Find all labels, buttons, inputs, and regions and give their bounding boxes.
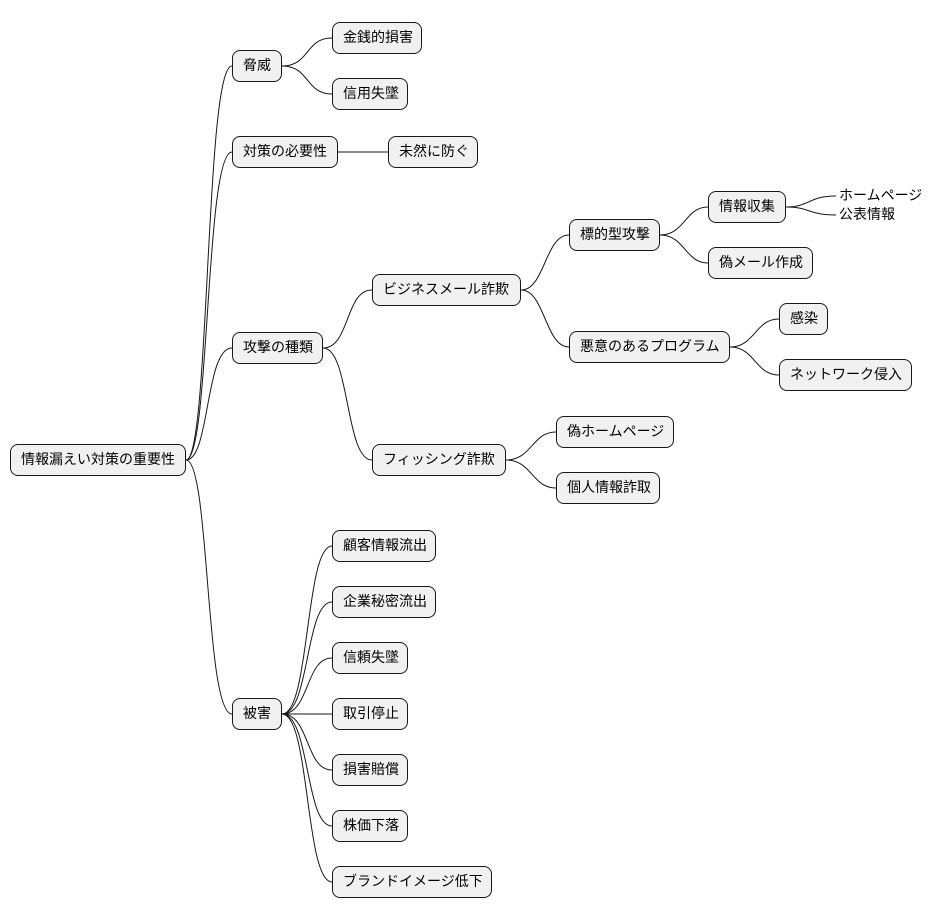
node-damage-trust-loss[interactable]: 信頼失墜	[332, 642, 408, 674]
node-damage-compensation[interactable]: 損害賠償	[332, 754, 408, 786]
node-damage-customer-leak[interactable]: 顧客情報流出	[332, 530, 436, 562]
node-need-prevent[interactable]: 未然に防ぐ	[388, 136, 478, 168]
node-network-intrusion[interactable]: ネットワーク侵入	[779, 359, 912, 391]
node-threat-financial-loss[interactable]: 金銭的損害	[332, 22, 422, 54]
node-damage-trade-stop[interactable]: 取引停止	[332, 698, 408, 730]
node-fake-homepage[interactable]: 偽ホームページ	[556, 416, 674, 448]
node-targeted-attack[interactable]: 標的型攻撃	[569, 219, 660, 251]
root-node[interactable]: 情報漏えい対策の重要性	[10, 444, 186, 476]
node-damage-brand-drop[interactable]: ブランドイメージ低下	[332, 866, 492, 898]
node-threat-credit-loss[interactable]: 信用失墜	[332, 78, 408, 110]
node-infection[interactable]: 感染	[779, 303, 828, 335]
node-need[interactable]: 対策の必要性	[232, 136, 338, 168]
leaf-homepage: ホームページ	[839, 188, 923, 204]
node-fake-mail[interactable]: 偽メール作成	[708, 247, 813, 279]
node-bec[interactable]: ビジネスメール詐欺	[372, 274, 521, 306]
node-damage-stock-drop[interactable]: 株価下落	[332, 810, 408, 842]
node-attack[interactable]: 攻撃の種類	[232, 332, 323, 364]
node-threat[interactable]: 脅威	[232, 50, 282, 82]
node-damage[interactable]: 被害	[232, 698, 282, 730]
node-phishing[interactable]: フィッシング詐欺	[372, 444, 506, 476]
node-malware[interactable]: 悪意のあるプログラム	[569, 331, 730, 363]
node-info-gathering[interactable]: 情報収集	[708, 191, 786, 223]
node-damage-secret-leak[interactable]: 企業秘密流出	[332, 586, 436, 618]
node-personal-info-theft[interactable]: 個人情報詐取	[556, 472, 660, 504]
leaf-public-info: 公表情報	[839, 207, 895, 223]
